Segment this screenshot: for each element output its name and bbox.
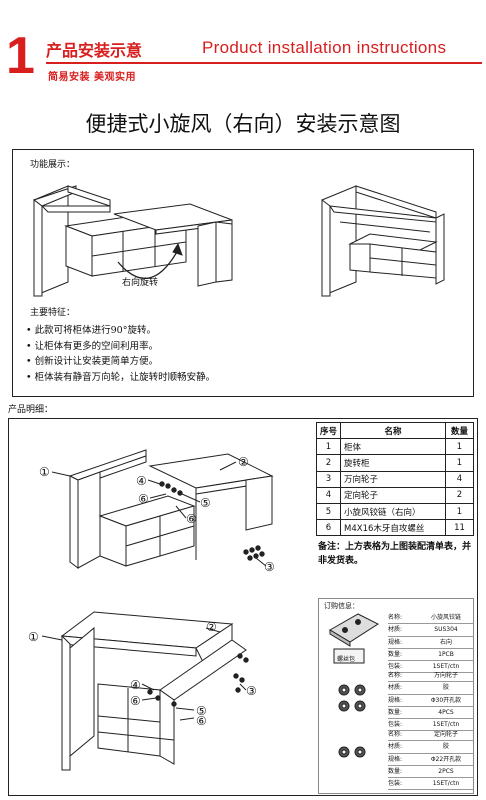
section-number: 1 — [6, 27, 35, 85]
spec-key: 规格: — [388, 755, 403, 763]
spec-value: 右向 — [439, 638, 452, 646]
spec-key: 规格: — [388, 696, 403, 704]
spec-key: 名称: — [388, 731, 403, 738]
spec-value: 万向轮子 — [433, 672, 458, 679]
spec-value: Φ30开孔款 — [430, 696, 462, 704]
spec-key: 材质: — [388, 743, 403, 751]
function-panel — [12, 149, 474, 397]
spec-value: Φ22开孔款 — [430, 755, 462, 763]
callout-6b: ⑥ — [186, 512, 197, 526]
spec-key: 包装: — [388, 780, 403, 788]
spec-key: 包装: — [388, 663, 403, 671]
features-label: 主要特征： — [30, 308, 76, 318]
order-info-panel — [318, 598, 474, 794]
spec-key: 材质: — [388, 626, 403, 634]
spec-key: 规格: — [388, 638, 403, 646]
features-list: 此款可将柜体进行90°旋转。 让柜体有更多的空间利用率。 创新设计让安装更简单方… — [26, 323, 216, 386]
callout-2b: ② — [206, 620, 217, 634]
cell-name: M4X16木牙自攻螺丝 — [340, 519, 446, 537]
spec-fixed-wheel: 名称: 定向轮子 材质: 胶 规格: Φ22开孔款 数量: 2PCS 包装: 1SET/c… — [388, 729, 474, 791]
order-info-title: 订购信息： — [324, 602, 359, 610]
spec-value: SUS304 — [434, 626, 458, 634]
detail-panel — [8, 418, 478, 796]
table-note: 备注：上方表格为上图装配清单表，并非发货表。 — [318, 542, 472, 566]
feature-item: 此款可将柜体进行90°旋转。 — [26, 323, 215, 339]
callout-2: ② — [238, 455, 249, 469]
feature-item: 创新设计让安装更简单方便。 — [26, 354, 215, 370]
page-title: 便捷式小旋风（右向）安装示意图 — [85, 112, 401, 136]
callout-4: ④ — [136, 474, 147, 488]
spec-value: 4PCS — [438, 708, 454, 716]
callout-3b: ③ — [246, 684, 257, 698]
detail-label: 产品明细： — [8, 405, 54, 415]
spec-caster: 名称: 万向轮子 材质: 胶 规格: Φ30开孔款 数量: 4PCS 包装: 1SET/c… — [388, 670, 474, 732]
cell-qty: 2 — [445, 486, 474, 504]
feature-item: 让柜体有更多的空间利用率。 — [26, 339, 215, 355]
spec-value: 1PCB — [438, 650, 454, 658]
function-label: 功能展示： — [30, 160, 76, 170]
callout-1b: ① — [28, 630, 39, 644]
spec-key: 名称: — [388, 614, 403, 621]
spec-key: 名称: — [388, 672, 403, 679]
callout-4b: ④ — [130, 678, 141, 692]
header-title-cn: 产品安装示意 — [46, 41, 143, 60]
header-title-en: Product installation instructions — [202, 38, 447, 57]
spec-value: 定向轮子 — [433, 731, 458, 738]
feature-item: 柜体装有静音万向轮，让旋转时顺畅安静。 — [26, 370, 216, 386]
spec-value: 小旋风铰链 — [430, 614, 461, 621]
rotate-label: 右向旋转 — [122, 278, 159, 288]
callout-3: ③ — [264, 560, 275, 574]
cell-qty: 1 — [445, 502, 474, 521]
spec-value: 1SET/ctn — [432, 663, 460, 671]
callout-6c: ⑥ — [130, 694, 141, 708]
callout-5: ⑤ — [200, 496, 211, 510]
cabinet-illustration-right — [321, 185, 445, 297]
spec-value: 2PCS — [438, 767, 454, 775]
spec-value: 1SET/ctn — [432, 721, 460, 729]
callout-6a: ⑥ — [138, 492, 149, 506]
spec-key: 数量: — [388, 767, 403, 775]
spec-value: 胶 — [442, 743, 449, 751]
callout-5b: ⑤ — [196, 704, 207, 718]
callout-6d: ⑥ — [196, 714, 207, 728]
spec-key: 数量: — [388, 650, 403, 658]
spec-value: 胶 — [442, 684, 449, 692]
header-subtitle: 简易安装 美观实用 — [48, 72, 136, 83]
cell-index: 6 — [316, 519, 341, 537]
cell-qty: 11 — [445, 519, 474, 537]
spec-value: 1SET/ctn — [432, 780, 460, 788]
screw-bag-label: 螺丝包 — [337, 656, 356, 663]
spec-hinge: 名称: 小旋风铰链 材质: SUS304 规格: 右向 数量: 1PCB 包装: 1SET… — [388, 612, 474, 674]
spec-key: 包装: — [388, 721, 403, 729]
callout-1: ① — [39, 465, 50, 479]
spec-key: 数量: — [388, 708, 403, 716]
cabinet-illustration-left — [32, 185, 233, 297]
spec-key: 材质: — [388, 684, 403, 692]
header-divider — [46, 62, 482, 64]
